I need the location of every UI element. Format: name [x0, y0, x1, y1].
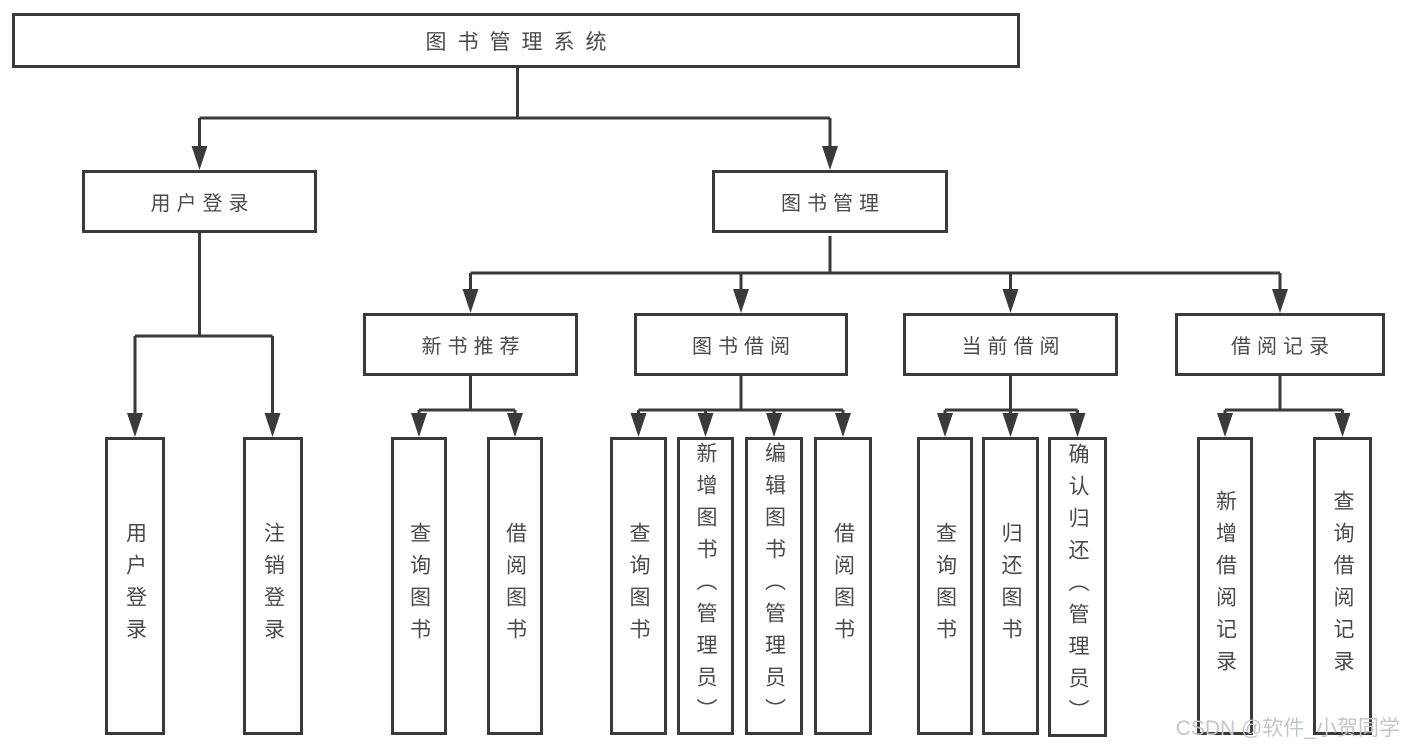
- node-current-borrow: 当前借阅: [903, 313, 1118, 376]
- node-new-book-recommend: 新书推荐: [363, 313, 578, 376]
- leaf-bb-borrow-books: 借阅图书: [814, 437, 872, 735]
- node-book-borrow: 图书借阅: [634, 313, 848, 376]
- leaf-br-query-record: 查询借阅记录: [1313, 437, 1372, 735]
- leaf-br-add-record: 新增借阅记录: [1197, 437, 1253, 735]
- leaf-br-add-record-label: 新增借阅记录: [1213, 490, 1237, 682]
- leaf-bb-edit-books-admin: 编辑图书（管理员）: [745, 437, 803, 735]
- node-root-label: 图书管理系统: [425, 30, 618, 54]
- leaf-cb-query-books: 查询图书: [917, 437, 973, 735]
- leaf-nb-query-books-label: 查询图书: [407, 522, 431, 650]
- leaf-logout: 注销登录: [243, 437, 303, 735]
- leaf-bb-add-books-admin-label: 新增图书（管理员）: [694, 442, 717, 730]
- csdn-watermark: CSDN @软件_小贺同学: [1175, 717, 1400, 740]
- node-new-book-recommend-label: 新书推荐: [421, 336, 526, 358]
- node-book-management: 图书管理: [712, 170, 948, 233]
- leaf-bb-add-books-admin: 新增图书（管理员）: [677, 437, 734, 735]
- node-user-login-label: 用户登录: [150, 193, 255, 215]
- node-book-management-label: 图书管理: [781, 193, 885, 215]
- node-current-borrow-label: 当前借阅: [961, 336, 1066, 358]
- node-book-borrow-label: 图书借阅: [692, 336, 796, 358]
- node-root: 图书管理系统: [12, 13, 1020, 68]
- leaf-bb-borrow-books-label: 借阅图书: [831, 522, 855, 650]
- leaf-cb-confirm-return-admin: 确认归还（管理员）: [1048, 437, 1107, 737]
- leaf-user-login: 用户登录: [105, 437, 165, 735]
- leaf-cb-return-books-label: 归还图书: [999, 522, 1022, 650]
- node-borrow-records-label: 借阅记录: [1231, 336, 1335, 358]
- leaf-bb-query-books: 查询图书: [610, 437, 667, 735]
- leaf-nb-query-books: 查询图书: [391, 437, 447, 735]
- leaf-cb-return-books: 归还图书: [982, 437, 1039, 735]
- arrowheads: [127, 146, 1351, 437]
- leaf-br-query-record-label: 查询借阅记录: [1331, 490, 1354, 682]
- leaf-bb-query-books-label: 查询图书: [627, 522, 650, 650]
- leaf-nb-borrow-books: 借阅图书: [487, 437, 543, 735]
- leaf-logout-label: 注销登录: [261, 522, 285, 650]
- node-user-login: 用户登录: [82, 170, 317, 233]
- leaf-cb-query-books-label: 查询图书: [933, 522, 957, 650]
- leaf-user-login-label: 用户登录: [123, 522, 147, 650]
- leaf-bb-edit-books-admin-label: 编辑图书（管理员）: [762, 442, 786, 730]
- leaf-cb-confirm-return-admin-label: 确认归还（管理员）: [1066, 443, 1089, 731]
- node-borrow-records: 借阅记录: [1175, 313, 1385, 376]
- leaf-nb-borrow-books-label: 借阅图书: [503, 522, 527, 650]
